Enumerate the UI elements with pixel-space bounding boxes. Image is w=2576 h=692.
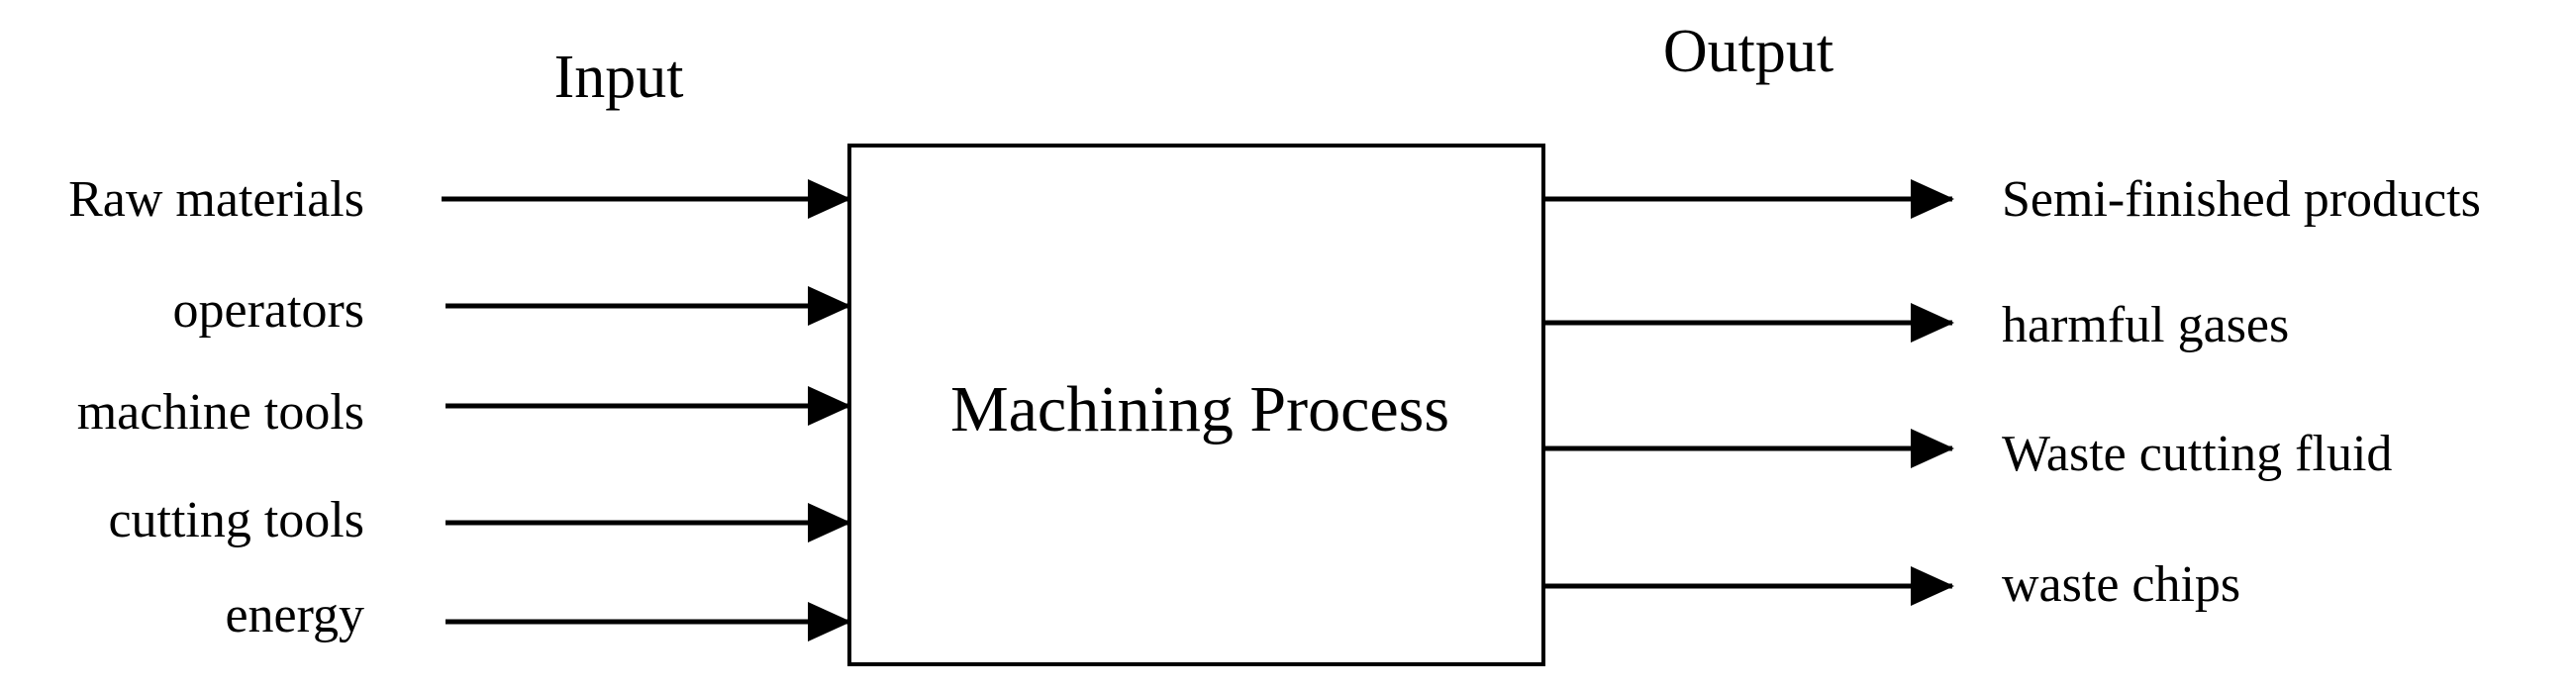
- input-item: energy: [225, 587, 851, 643]
- output-label: harmful gases: [2002, 297, 2289, 353]
- output-list: Semi-finished products harmful gases Was…: [1545, 171, 2481, 613]
- output-item: waste chips: [1545, 556, 2240, 613]
- output-label: Semi-finished products: [2002, 171, 2481, 228]
- output-label: waste chips: [2002, 556, 2240, 613]
- output-item: Waste cutting fluid: [1545, 426, 2392, 482]
- output-label: Waste cutting fluid: [2002, 426, 2392, 482]
- input-label: energy: [225, 587, 364, 643]
- input-label: operators: [173, 282, 364, 339]
- input-label: cutting tools: [108, 492, 364, 548]
- process-label: Machining Process: [950, 373, 1449, 445]
- input-item: Raw materials: [68, 171, 851, 228]
- input-item: operators: [173, 282, 851, 339]
- output-item: Semi-finished products: [1545, 171, 2481, 228]
- input-list: Raw materials operators machine tools cu…: [68, 171, 851, 643]
- input-item: cutting tools: [108, 492, 851, 548]
- output-item: harmful gases: [1545, 297, 2289, 353]
- input-heading: Input: [554, 44, 684, 111]
- input-item: machine tools: [77, 384, 851, 441]
- output-heading: Output: [1663, 18, 1833, 85]
- input-label: Raw materials: [68, 171, 364, 228]
- input-label: machine tools: [77, 384, 364, 441]
